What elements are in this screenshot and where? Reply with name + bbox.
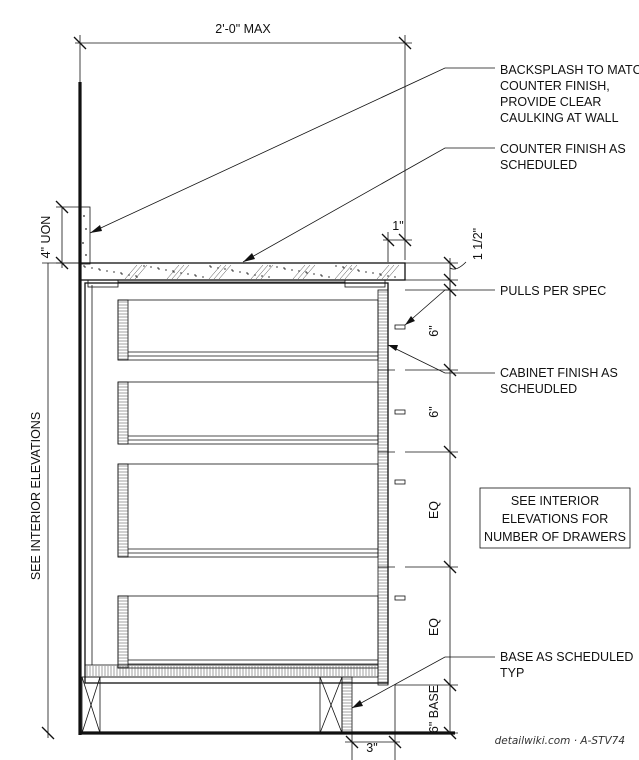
dim-max-width: 2'-0" MAX (73, 22, 412, 260)
dim-drawer-string: 6" 6" EQ EQ 6" BASE (395, 280, 458, 740)
callout-counter-line-1: COUNTER FINISH AS (500, 142, 626, 156)
boxed-note-line-1: SEE INTERIOR (511, 494, 599, 508)
dim-overhang: 1" (381, 219, 412, 262)
dim-max-width-label: 2'-0" MAX (215, 22, 271, 36)
drawer-pulls (394, 324, 406, 601)
dim-counter-thickness-label: 1 1/2" (471, 228, 485, 260)
dim-drawer-1-label: 6" (427, 325, 441, 336)
toe-kick-base (81, 676, 353, 734)
dim-drawer-2-label: 6" (427, 406, 441, 417)
boxed-note-line-3: NUMBER OF DRAWERS (484, 530, 626, 544)
drawer-box-3 (117, 463, 379, 558)
pull-1 (394, 324, 406, 330)
countertop (79, 262, 406, 288)
sheet-reference: detailwiki.com · A-STV74 (495, 735, 625, 747)
boxed-note-line-2: ELEVATIONS FOR (502, 512, 609, 526)
dim-toe-recess-label: 3" (366, 741, 377, 755)
callout-backsplash: BACKSPLASH TO MATC COUNTER FINISH, PROVI… (500, 63, 639, 125)
callout-backsplash-line-4: CAULKING AT WALL (500, 111, 619, 125)
drawer-boxes (117, 299, 379, 669)
callout-base: BASE AS SCHEDULED TYP (500, 650, 633, 680)
dim-drawer-3-label: EQ (427, 501, 441, 519)
drawer-box-2 (117, 381, 379, 445)
dim-backsplash-height: 4" UON (39, 200, 80, 270)
callout-counter-finish: COUNTER FINISH AS SCHEDULED (500, 142, 626, 172)
callout-base-line-2: TYP (500, 666, 524, 680)
dim-backsplash-label: 4" UON (39, 216, 53, 259)
cabinet-bottom (84, 664, 379, 678)
callout-cabinet-finish: CABINET FINISH AS SCHEUDLED (500, 366, 618, 396)
callout-backsplash-line-2: COUNTER FINISH, (500, 79, 610, 93)
boxed-note: SEE INTERIOR ELEVATIONS FOR NUMBER OF DR… (479, 487, 631, 549)
dim-overall-height-label: SEE INTERIOR ELEVATIONS (29, 412, 43, 580)
dim-toe-recess: 3" (345, 685, 402, 760)
callout-backsplash-line-3: PROVIDE CLEAR (500, 95, 601, 109)
callout-cabinet-line-2: SCHEUDLED (500, 382, 577, 396)
cabinet-body (84, 282, 395, 686)
dim-drawer-4-label: EQ (427, 618, 441, 636)
dim-counter-thickness: 1 1/2" (405, 228, 485, 300)
pull-4 (394, 595, 406, 601)
callout-leaders (89, 67, 495, 709)
wall-and-floor (78, 82, 455, 735)
callout-backsplash-line-1: BACKSPLASH TO MATC (500, 63, 639, 77)
dim-base-label: 6" BASE (427, 685, 441, 733)
callout-pulls-line-1: PULLS PER SPEC (500, 284, 606, 298)
dim-overall-height: SEE INTERIOR ELEVATIONS (29, 262, 80, 740)
callout-counter-line-2: SCHEDULED (500, 158, 577, 172)
callout-base-line-1: BASE AS SCHEDULED (500, 650, 633, 664)
callout-cabinet-line-1: CABINET FINISH AS (500, 366, 618, 380)
callout-pulls: PULLS PER SPEC (500, 284, 606, 298)
backsplash (79, 206, 91, 265)
drawer-box-1 (117, 299, 379, 361)
drawer-box-4 (117, 595, 379, 669)
pull-3 (394, 479, 406, 485)
pull-2 (394, 409, 406, 415)
dim-overhang-label: 1" (392, 219, 403, 233)
